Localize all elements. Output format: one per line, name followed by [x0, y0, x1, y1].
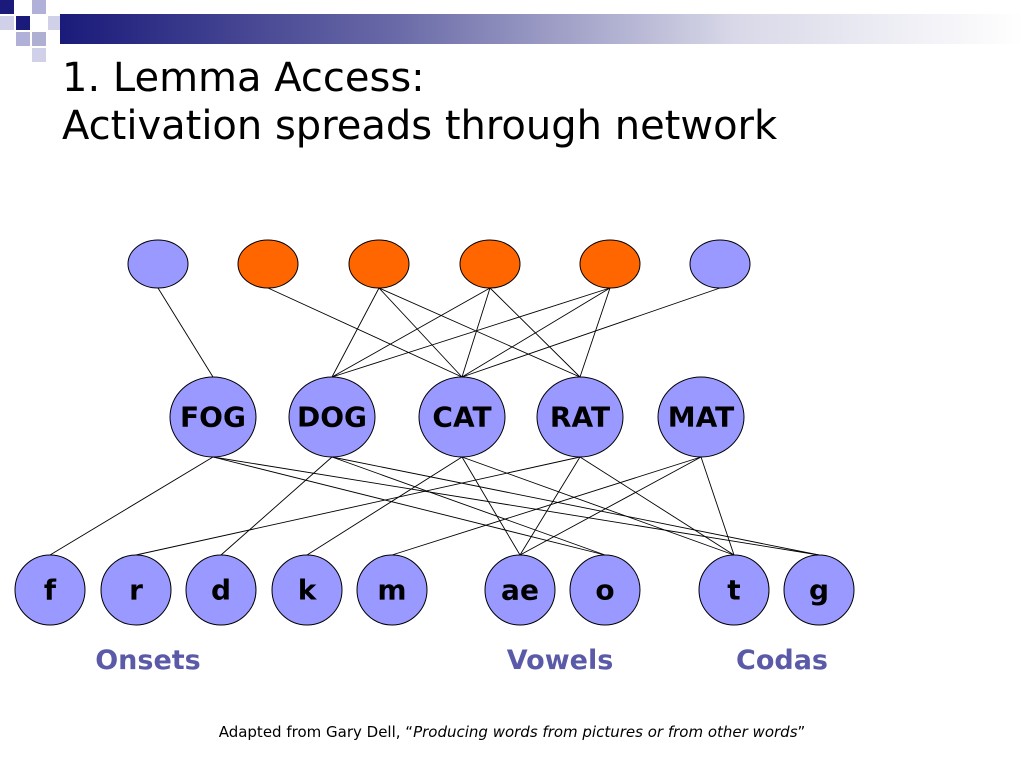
group-label-onsets: Onsets: [95, 645, 201, 676]
title-line-1: 1. Lemma Access:: [62, 55, 425, 101]
phoneme-node-m: [356, 554, 428, 626]
phoneme-node-g: [783, 554, 855, 626]
lemma-label-mat: MAT: [668, 401, 734, 434]
phoneme-node-ae: [484, 554, 556, 626]
group-label-vowels: Vowels: [507, 645, 614, 676]
lemma-label-cat: CAT: [432, 401, 491, 434]
lemma-label-dog: DOG: [297, 401, 367, 434]
caption-prefix: Adapted from Gary Dell, “: [218, 723, 414, 741]
source-caption: Adapted from Gary Dell, “Producing words…: [0, 723, 1024, 741]
network-nodes: FOG DOG CAT RAT MAT f r d k m ae o t g: [14, 239, 855, 626]
phoneme-node-o: [569, 554, 641, 626]
phoneme-label-k: k: [298, 574, 318, 607]
corner-decoration: [0, 0, 80, 70]
slide-title: 1. Lemma Access: Activation spreads thro…: [62, 54, 777, 150]
edge-cat-ae: [461, 456, 521, 556]
group-labels: Onsets Vowels Codas: [95, 645, 828, 676]
edge-s3-rat: [378, 287, 581, 378]
edge-rat-r: [135, 456, 581, 556]
phoneme-label-m: m: [377, 574, 406, 607]
phoneme-node-t: [698, 554, 770, 626]
phoneme-node-k: [271, 554, 343, 626]
edge-s3-cat: [378, 287, 463, 378]
lemma-label-rat: RAT: [550, 401, 610, 434]
edge-dog-d: [220, 456, 333, 556]
edge-dog-g: [331, 456, 820, 556]
phoneme-node-d: [185, 554, 257, 626]
header-gradient-bar: [60, 14, 1024, 44]
caption-suffix: ”: [797, 723, 806, 741]
semantic-node-6: [689, 239, 751, 289]
edge-mat-t: [700, 456, 735, 556]
edge-s4-dog: [331, 287, 491, 378]
title-line-2: Activation spreads through network: [62, 103, 778, 149]
semantic-node-4: [459, 239, 521, 289]
edge-rat-ae: [519, 456, 581, 556]
phoneme-label-r: r: [129, 574, 143, 607]
lemma-node-rat: [536, 376, 624, 458]
lemma-node-cat: [418, 376, 506, 458]
lemma-node-mat: [657, 376, 745, 458]
edge-s3-dog: [331, 287, 380, 378]
edge-s5-rat: [579, 287, 611, 378]
phoneme-label-t: t: [727, 574, 740, 607]
edge-fog-o: [212, 456, 606, 556]
lemma-label-fog: FOG: [180, 401, 246, 434]
edge-s2-cat: [267, 287, 463, 378]
phoneme-label-d: d: [211, 574, 231, 607]
phoneme-node-f: [14, 554, 86, 626]
edge-cat-k: [306, 456, 463, 556]
semantic-node-3: [348, 239, 410, 289]
edge-s5-dog: [331, 287, 611, 378]
edge-mat-m: [391, 456, 702, 556]
lemma-node-fog: [169, 376, 257, 458]
phoneme-label-f: f: [44, 574, 57, 607]
edge-fog-f: [49, 456, 214, 556]
phoneme-label-g: g: [809, 574, 829, 607]
semantic-node-5: [579, 239, 641, 289]
phoneme-node-r: [100, 554, 172, 626]
caption-title: Producing words from pictures or from ot…: [413, 723, 798, 741]
edge-rat-t: [579, 456, 735, 556]
edge-s4-rat: [489, 287, 581, 378]
phoneme-label-o: o: [595, 574, 614, 607]
edge-s5-cat: [461, 287, 611, 378]
edge-fog-g: [212, 456, 820, 556]
edge-cat-t: [461, 456, 735, 556]
semantic-node-1: [127, 239, 189, 289]
edge-dog-o: [331, 456, 606, 556]
group-label-codas: Codas: [736, 645, 828, 676]
semantic-node-2: [237, 239, 299, 289]
edge-mat-ae: [519, 456, 702, 556]
edge-s1-fog: [157, 287, 214, 378]
lemma-node-dog: [288, 376, 376, 458]
network-edges: [49, 287, 820, 556]
phoneme-label-ae: ae: [501, 574, 539, 607]
edge-s4-cat: [461, 287, 491, 378]
edge-s6-cat: [461, 287, 721, 378]
